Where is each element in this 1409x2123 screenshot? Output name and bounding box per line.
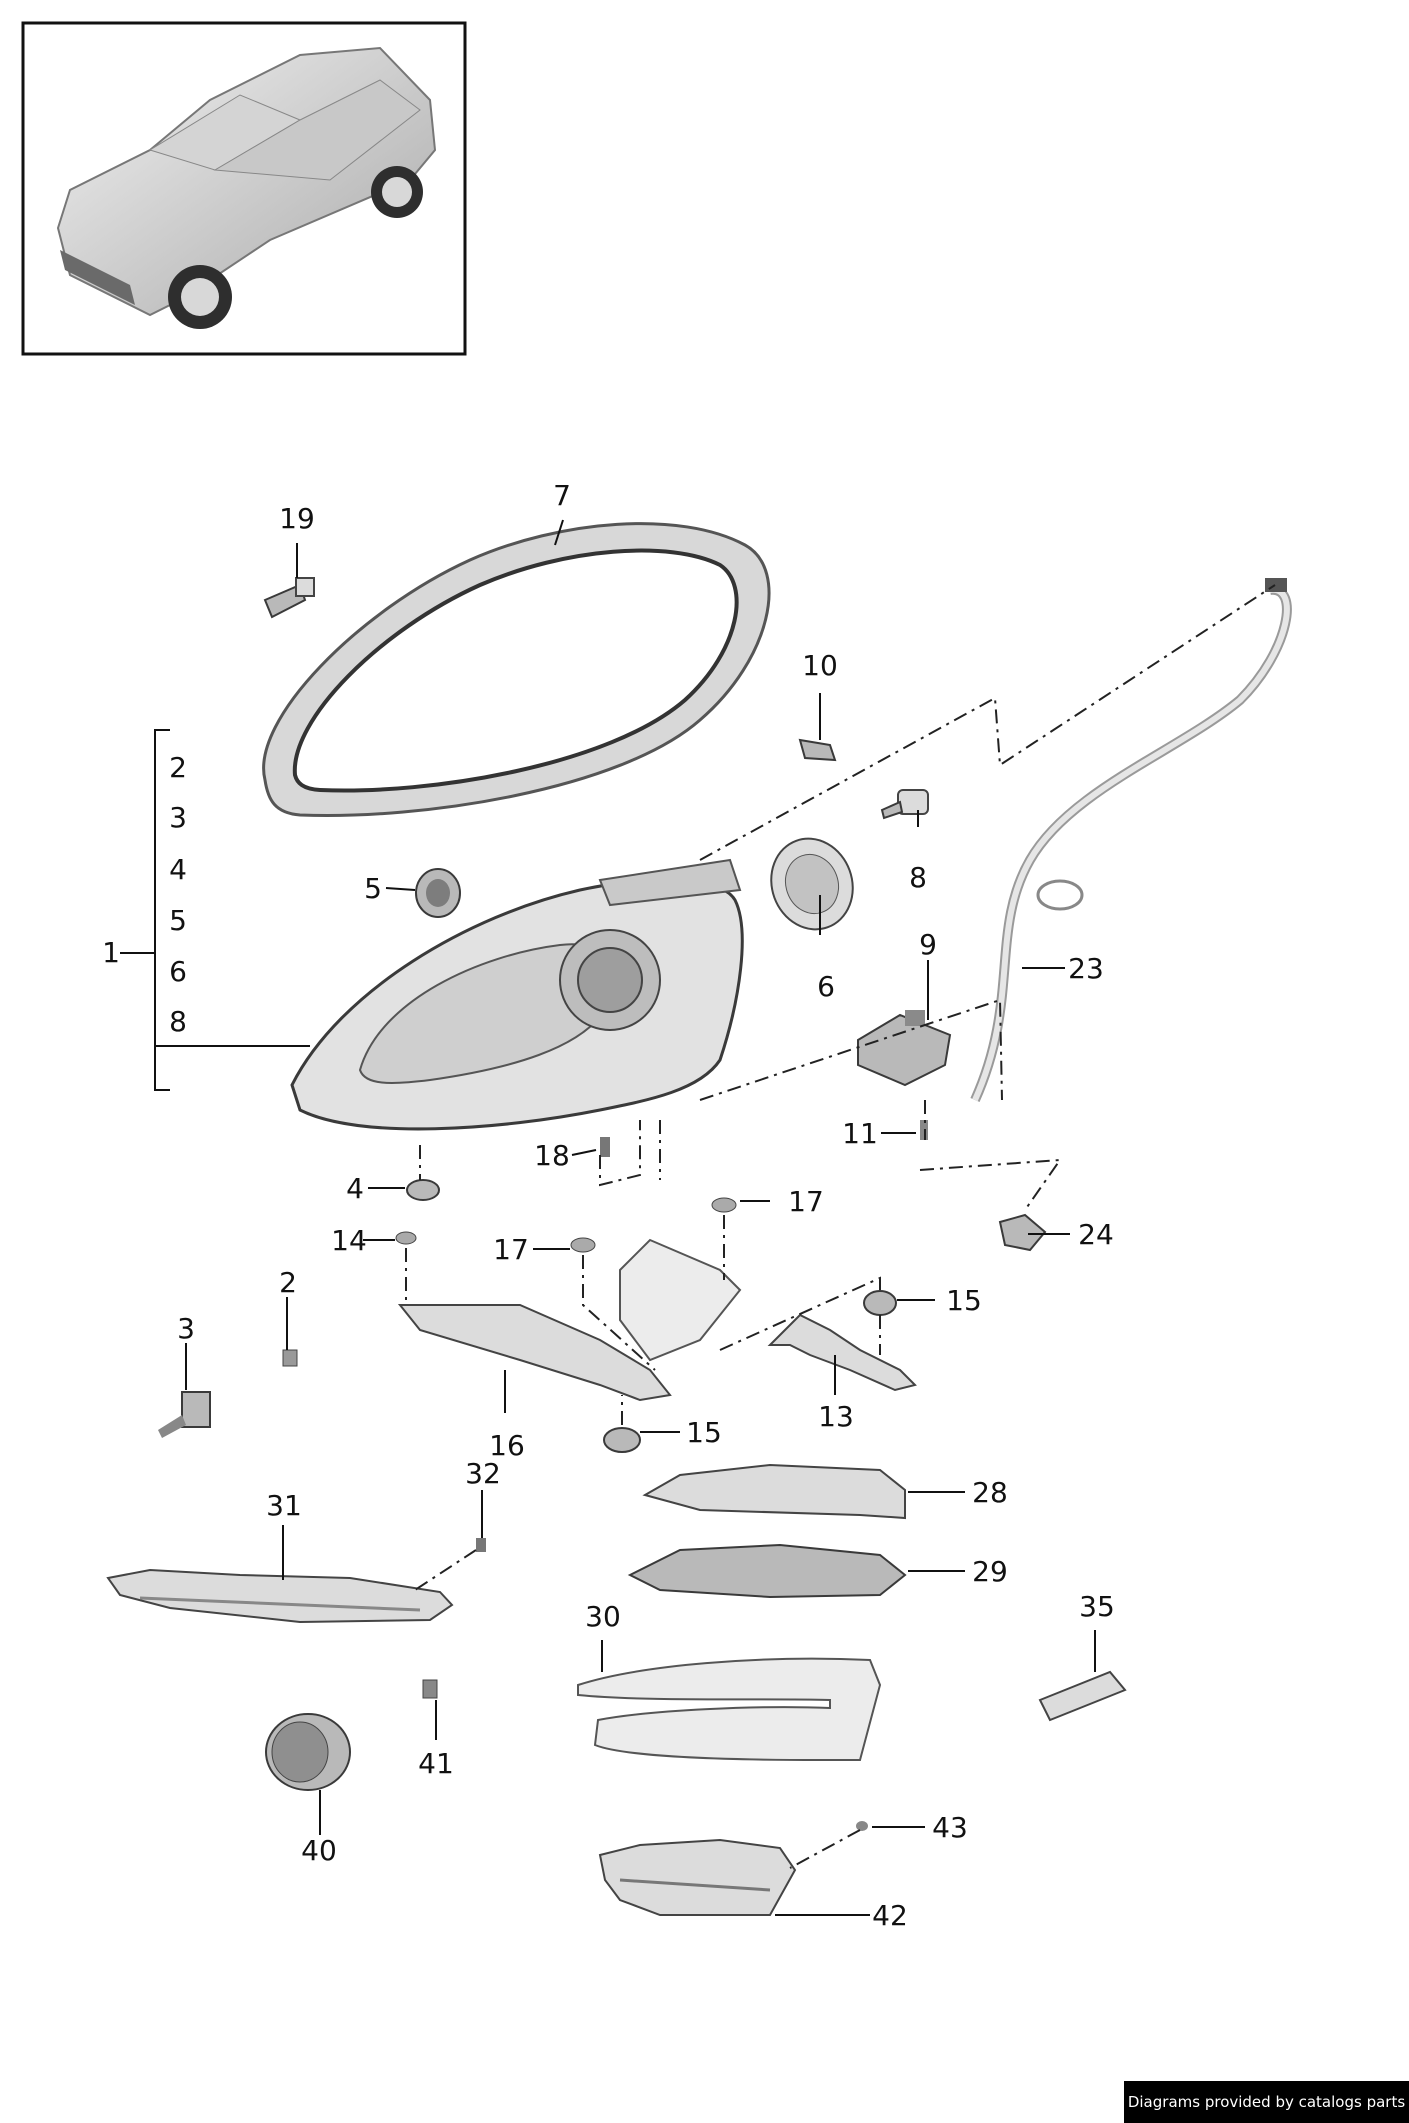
callout-32: 32	[465, 1457, 501, 1490]
housing-part-42	[598, 1838, 797, 1916]
group-bracket	[120, 729, 310, 1091]
bulb-part-41	[422, 1679, 438, 1699]
reflector-part-35	[1038, 1670, 1127, 1722]
callout-15b: 15	[686, 1416, 722, 1449]
cover-part-29	[627, 1543, 907, 1599]
callout-group-8: 8	[169, 1005, 187, 1038]
callout-4: 4	[346, 1172, 364, 1205]
clip-part-10	[798, 738, 837, 762]
callout-40: 40	[301, 1834, 337, 1867]
screw-part-18	[600, 1137, 610, 1157]
connector-part-24	[998, 1213, 1047, 1252]
callout-11: 11	[842, 1117, 878, 1150]
callout-7: 7	[553, 479, 571, 512]
callout-group-3: 3	[169, 801, 187, 834]
callout-17a: 17	[788, 1185, 824, 1218]
bracket-part-13	[767, 1313, 917, 1392]
cover-part-28	[642, 1463, 906, 1520]
gasket-ring-part-7	[262, 522, 771, 817]
callout-16: 16	[489, 1429, 525, 1462]
callout-5: 5	[364, 872, 382, 905]
callout-group-6: 6	[169, 955, 187, 988]
bulb-part-19	[263, 577, 315, 619]
screw-part-43	[856, 1821, 868, 1831]
callout-1: 1	[102, 936, 120, 969]
callout-17b: 17	[493, 1233, 529, 1266]
cover-cap-part-5	[415, 868, 461, 918]
callout-14: 14	[331, 1224, 367, 1257]
callout-43: 43	[932, 1811, 968, 1844]
credit-banner: Diagrams provided by catalogs parts	[1124, 2081, 1409, 2123]
cover-part-6	[770, 837, 854, 931]
callout-31: 31	[266, 1489, 302, 1522]
headlamp-assembly-part-1	[290, 858, 744, 1131]
callout-19: 19	[279, 502, 315, 535]
callout-group-4: 4	[169, 853, 187, 886]
callout-13: 13	[818, 1400, 854, 1433]
fog-light-part-40	[265, 1713, 351, 1791]
bracket-part-16	[397, 1238, 742, 1402]
wire-harness-part-23	[970, 578, 1292, 1103]
fasteners	[158, 1197, 897, 1453]
callout-6: 6	[817, 970, 835, 1003]
callout-23: 23	[1068, 952, 1104, 985]
callout-24: 24	[1078, 1218, 1114, 1251]
callout-30: 30	[585, 1600, 621, 1633]
callout-group-5: 5	[169, 904, 187, 937]
callout-10: 10	[802, 649, 838, 682]
callout-15a: 15	[946, 1284, 982, 1317]
callout-9: 9	[919, 928, 937, 961]
dash-lines	[405, 584, 1276, 1869]
callout-29: 29	[972, 1555, 1008, 1588]
control-unit-part-9	[857, 1010, 952, 1087]
air-duct-part-30	[577, 1657, 882, 1761]
callout-18: 18	[534, 1139, 570, 1172]
credit-text: Diagrams provided by catalogs parts	[1127, 2093, 1406, 2111]
light-strip-part-31	[106, 1568, 454, 1624]
callout-28: 28	[972, 1476, 1008, 1509]
callout-3: 3	[177, 1312, 195, 1345]
vehicle-thumbnail	[21, 21, 467, 356]
motor-part-8	[880, 789, 929, 820]
screw-part-32	[476, 1538, 486, 1552]
callout-41: 41	[418, 1747, 454, 1780]
callout-8: 8	[909, 861, 927, 894]
leader-lines	[185, 519, 1096, 1916]
callout-2: 2	[279, 1266, 297, 1299]
callout-42: 42	[872, 1899, 908, 1932]
callout-group-2: 2	[169, 751, 187, 784]
callout-labels: 1 2 3 4 5 6 8 19 7 10 5 6 8 9 23 11 18 4…	[102, 479, 1115, 1932]
callout-35: 35	[1079, 1590, 1115, 1623]
grommet-part-4	[406, 1179, 440, 1201]
